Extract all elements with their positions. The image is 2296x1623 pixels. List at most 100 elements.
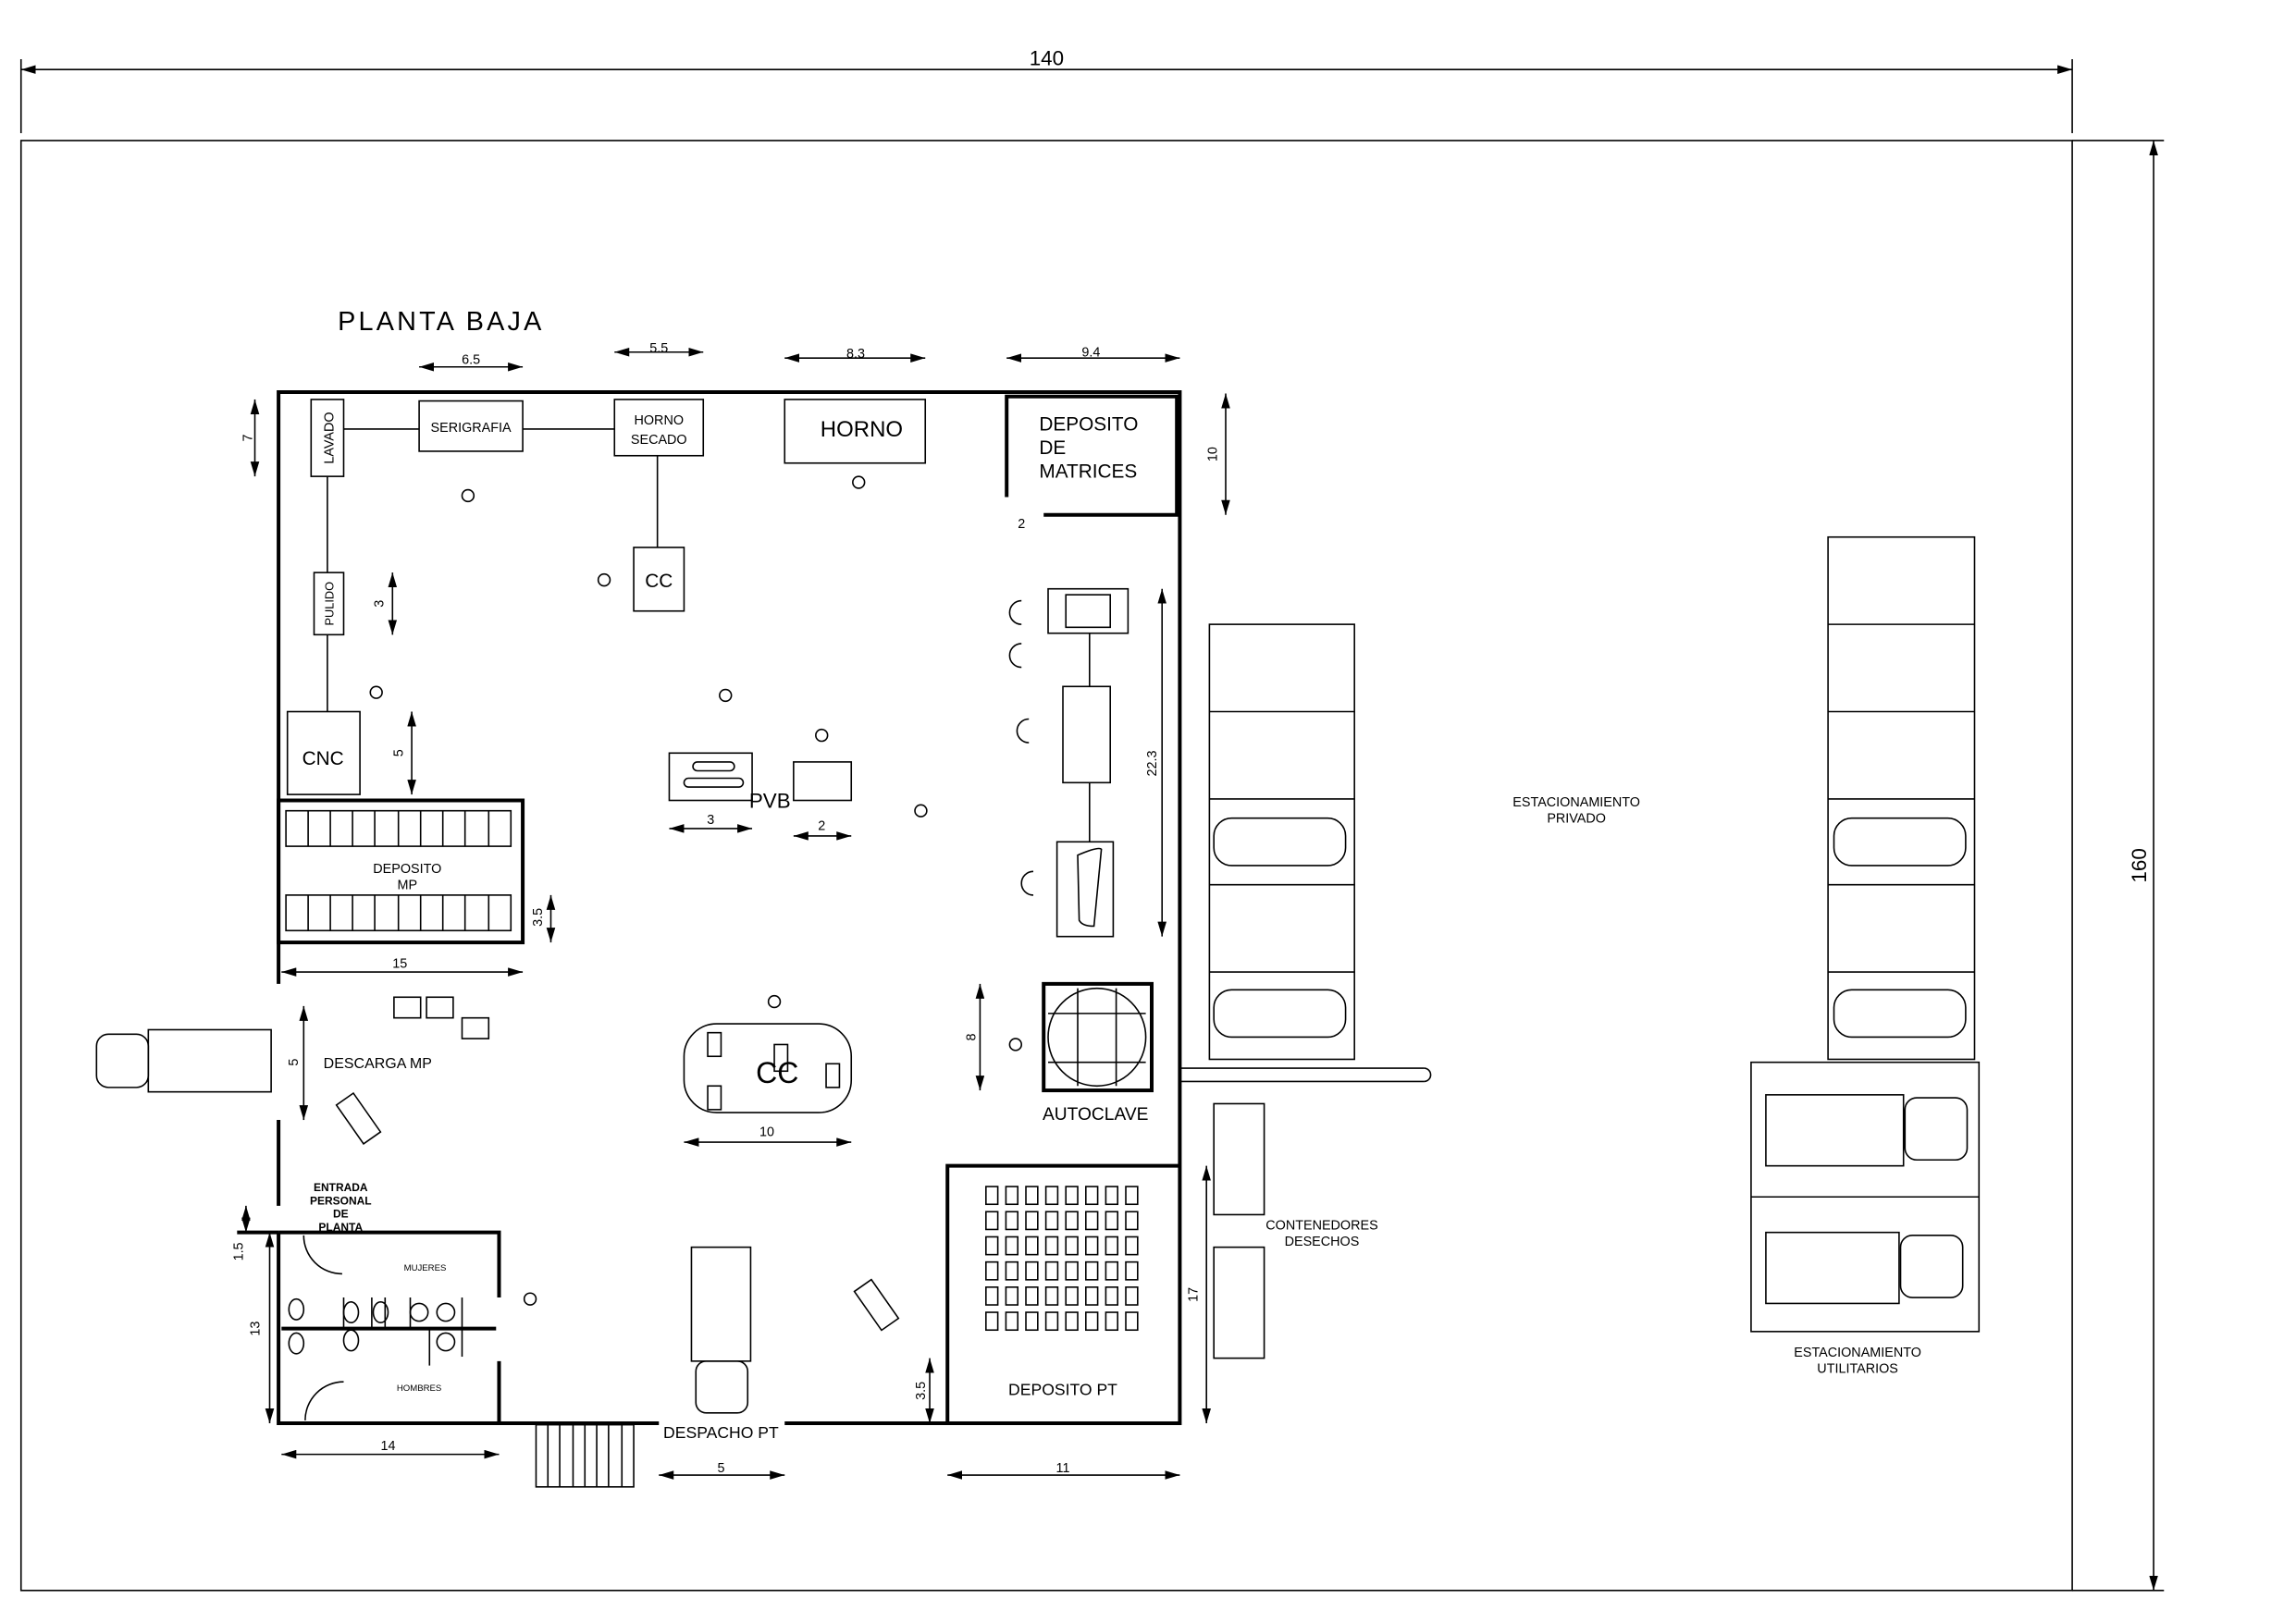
stairs bbox=[535, 1423, 635, 1488]
svg-text:SERIGRAFIA: SERIGRAFIA bbox=[431, 421, 512, 436]
pallet-slot bbox=[1044, 1286, 1059, 1306]
forklift bbox=[335, 1091, 382, 1145]
pallet-slot bbox=[985, 1260, 999, 1281]
pallet-slot bbox=[1125, 1186, 1139, 1206]
serigrafia-station: SERIGRAFIA bbox=[418, 400, 524, 452]
pallet-slot bbox=[1085, 1211, 1099, 1231]
pallet-slot bbox=[1065, 1236, 1079, 1256]
svg-text:11: 11 bbox=[1056, 1461, 1070, 1476]
pallet-slot bbox=[1044, 1236, 1059, 1256]
svg-text:DEPOSITO PT: DEPOSITO PT bbox=[1008, 1381, 1117, 1399]
forklift bbox=[853, 1278, 900, 1332]
cars bbox=[1213, 817, 1967, 1039]
pallet-slot bbox=[1105, 1286, 1119, 1306]
overall-width-dimension: 140 bbox=[19, 46, 2073, 133]
pulido-station: PULIDO bbox=[313, 572, 345, 636]
svg-text:MP: MP bbox=[398, 878, 418, 892]
pallet-slot bbox=[1005, 1260, 1019, 1281]
descarga-mp-label: DESCARGA MP bbox=[324, 1056, 432, 1072]
svg-text:ENTRADA: ENTRADA bbox=[314, 1181, 368, 1194]
deposito-matrices: DEPOSITO DE MATRICES bbox=[1005, 394, 1179, 517]
pallet-slot bbox=[1025, 1186, 1039, 1206]
svg-text:160: 160 bbox=[2128, 848, 2151, 882]
svg-text:ESTACIONAMIENTO: ESTACIONAMIENTO bbox=[1512, 795, 1640, 810]
svg-text:8: 8 bbox=[965, 1033, 980, 1040]
svg-text:PVB: PVB bbox=[749, 790, 791, 813]
pallet-slot bbox=[1025, 1236, 1039, 1256]
pallet-slot bbox=[1085, 1260, 1099, 1281]
svg-text:10: 10 bbox=[1205, 447, 1220, 461]
pallet-slot bbox=[1065, 1211, 1079, 1231]
svg-text:2: 2 bbox=[1018, 517, 1025, 532]
pallet-slot bbox=[1125, 1286, 1139, 1306]
cc-station-top: CC bbox=[633, 547, 685, 612]
pallet-slot bbox=[1085, 1311, 1099, 1332]
pallet-slot bbox=[1105, 1260, 1119, 1281]
svg-text:CC: CC bbox=[756, 1056, 798, 1089]
svg-text:5.5: 5.5 bbox=[649, 341, 668, 356]
svg-text:PRIVADO: PRIVADO bbox=[1547, 811, 1606, 826]
site-boundary bbox=[19, 140, 2073, 1592]
deposito-pt: DEPOSITO PT bbox=[945, 1163, 1180, 1424]
entrada-personal-label: ENTRADA PERSONAL DE PLANTA bbox=[310, 1181, 372, 1234]
pallet-slot bbox=[1065, 1286, 1079, 1306]
despacho-pt-label: DESPACHO PT bbox=[663, 1423, 779, 1442]
svg-text:UTILITARIOS: UTILITARIOS bbox=[1817, 1362, 1898, 1377]
pallet-slot bbox=[1025, 1286, 1039, 1306]
svg-text:HOMBRES: HOMBRES bbox=[397, 1383, 441, 1394]
pallet-slot bbox=[1025, 1211, 1039, 1231]
plan-title: PLANTA BAJA bbox=[338, 307, 544, 337]
svg-text:5: 5 bbox=[287, 1059, 302, 1066]
pallet-slot bbox=[1085, 1286, 1099, 1306]
pallet-slot bbox=[1125, 1311, 1139, 1332]
svg-text:5: 5 bbox=[717, 1461, 724, 1476]
pallet-slot bbox=[985, 1311, 999, 1332]
pallet-slot bbox=[985, 1236, 999, 1256]
pallet-slot bbox=[1065, 1186, 1079, 1206]
svg-text:9.4: 9.4 bbox=[1081, 346, 1100, 361]
svg-text:15: 15 bbox=[392, 956, 407, 971]
pallet-slot bbox=[1125, 1236, 1139, 1256]
pallet-slot bbox=[1044, 1186, 1059, 1206]
svg-text:PULIDO: PULIDO bbox=[322, 582, 336, 626]
pallet-slot bbox=[1005, 1186, 1019, 1206]
cnc-station: CNC bbox=[286, 710, 361, 795]
svg-text:DESECHOS: DESECHOS bbox=[1285, 1235, 1360, 1249]
svg-text:LAVADO: LAVADO bbox=[322, 412, 337, 463]
parking-private-b bbox=[1827, 535, 1976, 1061]
dispatch-truck bbox=[690, 1246, 752, 1414]
pallet-slot bbox=[1085, 1236, 1099, 1256]
svg-text:17: 17 bbox=[1187, 1287, 1202, 1302]
svg-text:8.3: 8.3 bbox=[846, 347, 865, 362]
svg-text:PERSONAL: PERSONAL bbox=[310, 1194, 372, 1207]
svg-text:14: 14 bbox=[380, 1439, 395, 1454]
svg-text:HORNO: HORNO bbox=[635, 413, 685, 428]
pallet-slot bbox=[985, 1286, 999, 1306]
pallet-slot bbox=[1044, 1311, 1059, 1332]
pallet-slot bbox=[1065, 1311, 1079, 1332]
svg-text:CNC: CNC bbox=[302, 748, 344, 769]
horno-station: HORNO bbox=[784, 399, 927, 464]
pallet-slot bbox=[985, 1211, 999, 1231]
svg-text:22.3: 22.3 bbox=[1145, 751, 1160, 777]
pallet-slot bbox=[1025, 1260, 1039, 1281]
svg-text:HORNO: HORNO bbox=[821, 417, 903, 442]
svg-text:DE: DE bbox=[333, 1208, 349, 1221]
overall-height-dimension: 160 bbox=[2072, 140, 2165, 1592]
pallet-slot bbox=[1105, 1186, 1119, 1206]
svg-text:MATRICES: MATRICES bbox=[1039, 461, 1137, 483]
svg-text:ESTACIONAMIENTO: ESTACIONAMIENTO bbox=[1794, 1346, 1921, 1360]
dimension-lines bbox=[241, 347, 1230, 1480]
pallet-slot bbox=[1005, 1211, 1019, 1231]
pallet-slot bbox=[1105, 1311, 1119, 1332]
svg-text:CC: CC bbox=[645, 571, 673, 592]
svg-text:1.5: 1.5 bbox=[232, 1242, 247, 1260]
pvb-station: PVB bbox=[668, 752, 853, 813]
svg-text:DEPOSITO: DEPOSITO bbox=[1039, 414, 1138, 436]
pallet-slot bbox=[1005, 1286, 1019, 1306]
